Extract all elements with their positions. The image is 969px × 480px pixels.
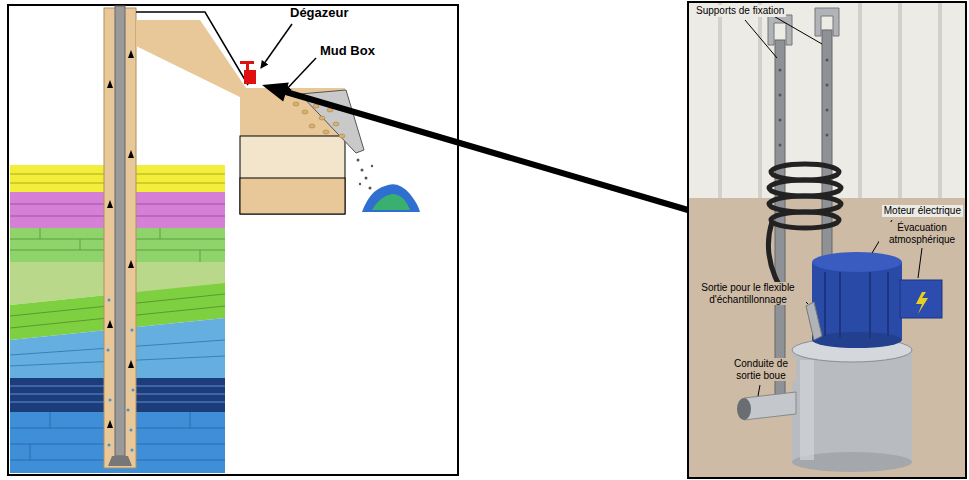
flow-line (136, 12, 248, 100)
leader-line (261, 24, 292, 68)
part-label: Dégazeur (288, 6, 351, 21)
pointer-arrow (262, 82, 689, 213)
photo-callout: Moteur électrique (882, 205, 963, 217)
photo-callout: Supports de fixation (694, 5, 786, 17)
degasser-valve (240, 61, 256, 84)
photo-callout: Évacuation atmosphérique (879, 222, 965, 245)
part-label: Mud Box (318, 44, 377, 59)
left-panel (8, 5, 458, 475)
leader-line (284, 58, 316, 92)
wellbore (104, 6, 136, 468)
mud-box (240, 61, 420, 214)
photo-callout: Conduite de sortie boue (726, 358, 796, 381)
photo-callout: Sortie pour le flexible d'échantillonnag… (690, 282, 806, 305)
degasser-photo (688, 2, 966, 478)
